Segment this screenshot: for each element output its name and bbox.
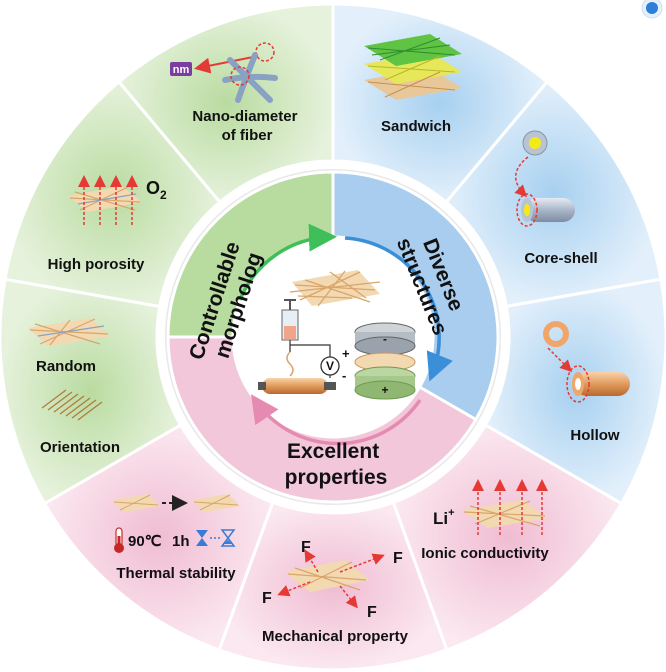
thermometer-icon — [114, 527, 124, 553]
fiber-strands-icon — [222, 52, 278, 103]
random-label: Random — [36, 358, 96, 375]
mechanical-label: Mechanical property — [262, 628, 409, 645]
segment-hollow: Hollow — [543, 321, 630, 444]
battery-stack-icon: - + — [354, 322, 416, 400]
nm-tag-label: nm — [173, 64, 190, 76]
sphere-icon — [641, 0, 663, 19]
electrospinning-device-icon: V + - — [258, 299, 350, 394]
ionic-label: Ionic conductivity — [421, 545, 549, 562]
force-label-right: F — [393, 550, 403, 567]
hollow-label: Hollow — [570, 427, 619, 444]
gas-flow-arrows-icon — [78, 175, 138, 225]
segment-mechanical: F F F F Mechanical property — [262, 539, 409, 645]
voltmeter-icon — [320, 356, 340, 376]
time-label: 1h — [172, 533, 190, 550]
ion-path-arrows-icon — [472, 479, 548, 535]
segment-thermal: 90℃ 1h Thermal stability — [112, 494, 240, 582]
hollow-cross-section-icon — [543, 321, 569, 347]
force-label-bottom: F — [367, 604, 377, 621]
force-arrows-icon — [277, 549, 385, 609]
minus-label: - — [342, 368, 346, 383]
fiber-mat-before-icon — [112, 494, 160, 512]
force-label-left: F — [262, 590, 272, 607]
segment-porosity: O2 High porosity — [48, 175, 167, 273]
sandwich-layers-icon — [364, 34, 462, 100]
orientation-label: Orientation — [40, 439, 120, 456]
hourglass-icon — [196, 529, 236, 547]
li-ion-label: Li+ — [433, 507, 455, 528]
random-fiber-mat-icon — [28, 318, 110, 346]
core-shell-fiber-icon — [525, 198, 575, 222]
green-cycle-arrow — [238, 223, 337, 301]
porous-fiber-mat-icon — [68, 186, 142, 212]
plus-label: + — [342, 346, 350, 361]
segment-nano-diameter: nm Nano-diameter of fiber — [170, 42, 301, 144]
sandwich-label: Sandwich — [381, 118, 451, 135]
fiber-mat-icon — [285, 560, 370, 592]
fiber-mat-icon — [462, 500, 548, 528]
porosity-label: High porosity — [48, 256, 145, 273]
voltage-label: V — [326, 359, 334, 373]
thermal-label: Thermal stability — [116, 565, 236, 582]
segment-sandwich: Sandwich — [364, 34, 462, 135]
center-label-excellent: Excellent properties — [285, 440, 388, 489]
segment-ionic: Li+ Ionic conductivity — [421, 479, 549, 562]
nm-tag-icon — [170, 62, 192, 76]
segment-core-shell: Core-shell — [514, 130, 598, 267]
blue-cycle-arrow — [344, 236, 453, 382]
nano-diameter-label: Nano-diameter of fiber — [192, 108, 301, 144]
o2-label: O2 — [146, 178, 167, 202]
fiber-mat-after-icon — [192, 494, 240, 512]
segment-random-orientation: Random Orientation — [28, 318, 120, 456]
battery-plus: + — [381, 383, 388, 397]
center-fiber-mat-icon — [289, 270, 381, 307]
force-label-top: F — [301, 539, 311, 556]
pink-cycle-arrow — [251, 394, 422, 446]
battery-minus: - — [383, 332, 387, 346]
temperature-label: 90℃ — [128, 533, 162, 550]
aligned-fibers-icon — [41, 389, 103, 421]
core-shell-label: Core-shell — [524, 250, 597, 267]
